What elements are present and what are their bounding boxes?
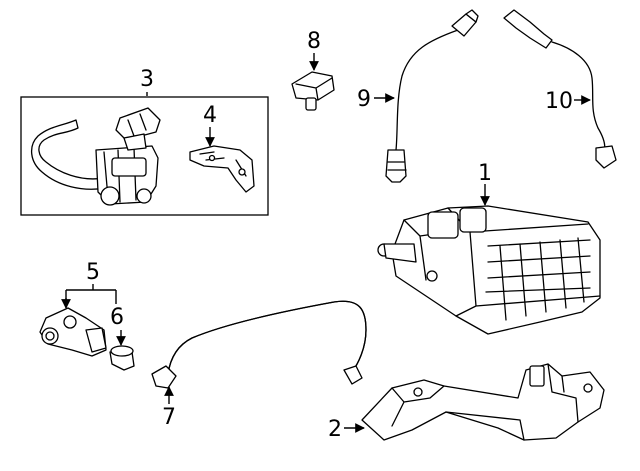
mount-clip[interactable]: [291, 71, 335, 111]
evap-canister[interactable]: [377, 205, 601, 335]
canister-bracket[interactable]: [361, 363, 605, 441]
callout-10: 10: [545, 89, 573, 114]
cap-6[interactable]: [109, 345, 135, 371]
callout-7: 7: [162, 405, 176, 430]
valve-bracket[interactable]: [189, 145, 255, 193]
callout-1: 1: [478, 161, 492, 186]
callout-5: 5: [86, 260, 100, 285]
callout-9: 9: [357, 87, 371, 112]
valve-5[interactable]: [39, 307, 107, 357]
callout-4: 4: [203, 103, 217, 128]
callout-8: 8: [307, 29, 321, 54]
leader-5: [65, 284, 117, 306]
callout-6: 6: [110, 305, 124, 330]
tube-7[interactable]: [151, 300, 367, 389]
harness-10[interactable]: [503, 9, 617, 169]
harness-9[interactable]: [385, 9, 479, 183]
callout-2: 2: [328, 417, 342, 442]
callout-3: 3: [140, 67, 154, 92]
